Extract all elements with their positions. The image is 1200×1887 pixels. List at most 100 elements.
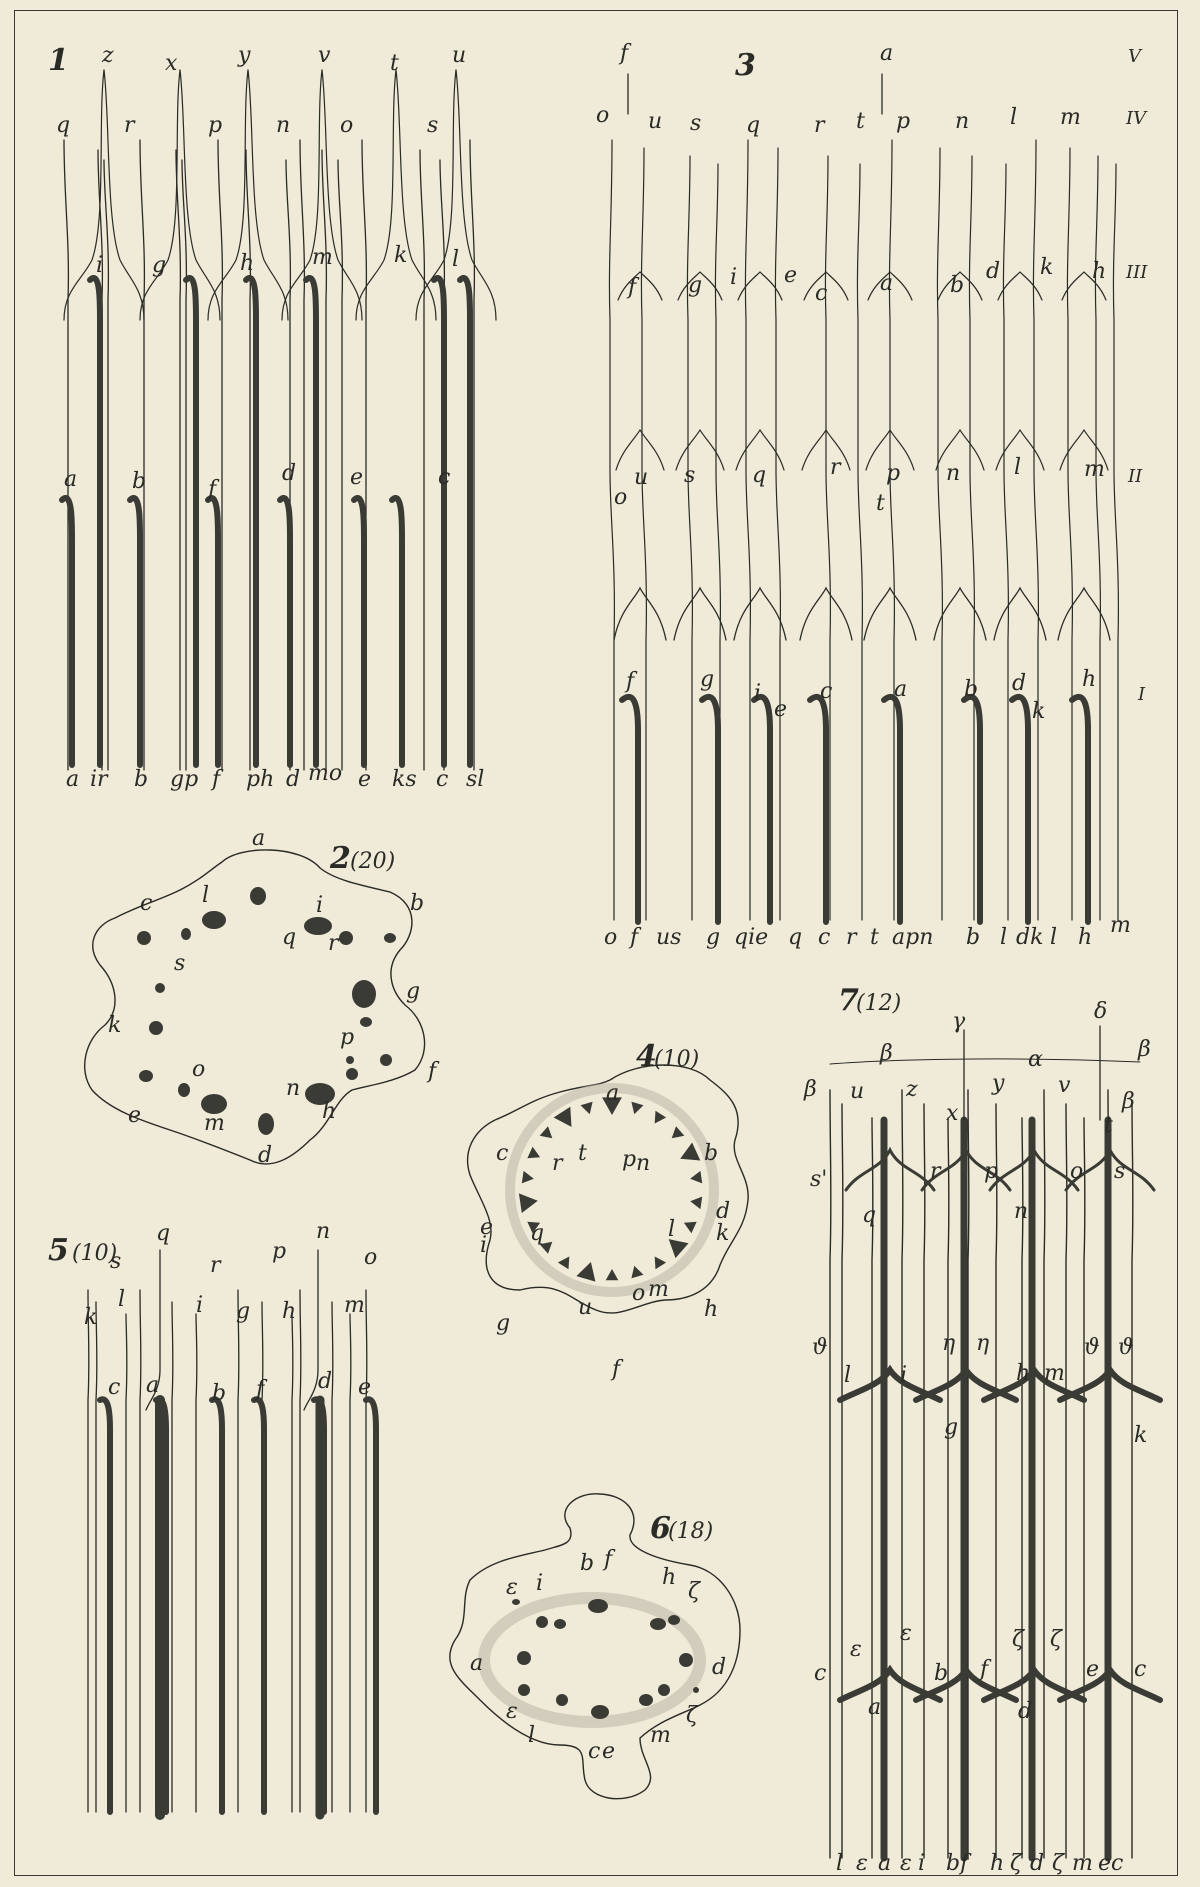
label: ks (392, 767, 417, 792)
nerve-strand (981, 1664, 1087, 1703)
label: e (784, 263, 797, 288)
figure-1-second-labels: q r p n o s (56, 113, 438, 138)
label: b (704, 1141, 718, 1166)
label: m (1044, 1361, 1065, 1386)
nerve-bundle (512, 1599, 520, 1605)
figure-1-mid-labels: i g h m k l (96, 243, 459, 278)
nerve-strand (183, 275, 199, 768)
label: ζ (1050, 1627, 1064, 1652)
label: c (820, 679, 832, 704)
figure-7-lower-labels: c ε ε b f ζ ζ e c a d (814, 1621, 1146, 1724)
figure-5-number: 5 (48, 1233, 69, 1268)
nerve-bundle (521, 1170, 534, 1184)
nerve-bundle (527, 1221, 541, 1234)
nerve-bundle (539, 1126, 553, 1139)
label: h (1078, 925, 1092, 950)
label: f (628, 925, 642, 950)
label: i (754, 681, 761, 706)
label: c (496, 1141, 508, 1166)
label: k (108, 1013, 121, 1038)
label: r (846, 925, 858, 950)
nerve-strand (856, 163, 864, 921)
nerve-strand (351, 495, 367, 768)
nerve-bundle (693, 1687, 699, 1693)
nerve-strand (1112, 163, 1120, 921)
nerve-bundle (304, 917, 332, 935)
figure-6-ring (478, 1592, 706, 1728)
nerve-strand (995, 1103, 998, 1859)
label: β (803, 1077, 817, 1102)
label: b (950, 273, 964, 298)
nerve-strand (981, 1364, 1087, 1403)
nerve-bundle (631, 1265, 644, 1279)
figure-2: 2 (20) a c l i b q r s g k p f o n h e m… (84, 826, 440, 1168)
label: q (862, 1203, 876, 1228)
label: t (876, 491, 885, 516)
nerve-bundle (553, 1106, 572, 1127)
label: q (746, 113, 760, 138)
figure-5-top-labels: q s r p n o (110, 1219, 377, 1278)
nerve-strand (363, 1396, 379, 1815)
nerve-strand (95, 1301, 98, 1813)
label: e (358, 767, 371, 792)
nerve-bundle (250, 887, 266, 905)
nerve-strand (1032, 139, 1040, 921)
label: u (634, 465, 648, 490)
label: a (66, 767, 79, 792)
label: h (662, 1565, 676, 1590)
label: a (894, 677, 907, 702)
nerve-strand (171, 1301, 174, 1813)
nerve-bundle (556, 1694, 568, 1706)
nerve-strand (285, 159, 292, 771)
level-label: III (1125, 262, 1148, 283)
figure-3-strands (608, 73, 1120, 925)
nerve-strand (87, 1289, 90, 1813)
label: b (410, 891, 424, 916)
label: k (1040, 255, 1053, 280)
nerve-strand (935, 428, 985, 471)
nerve-bundle (518, 1684, 530, 1696)
nerve-strand (1021, 1117, 1024, 1859)
label: a (146, 1373, 159, 1398)
nerve-strand (1059, 428, 1109, 471)
level-label: I (1137, 684, 1146, 705)
nerve-strand (677, 271, 723, 301)
nerve-strand (237, 1289, 240, 1813)
figure-4-scale: (10) (654, 1047, 699, 1072)
label: β (1137, 1037, 1151, 1062)
nerve-bundle (658, 1684, 670, 1696)
figure-3-row1-labels: f g i e c a b d k h (624, 667, 1096, 724)
label: p (340, 1025, 354, 1050)
label: r (124, 113, 136, 138)
nerve-strand (431, 275, 447, 768)
label: t (578, 1141, 587, 1166)
nerve-strand (103, 159, 110, 771)
label: q (282, 925, 296, 950)
label: a (878, 1851, 891, 1876)
label: ζ (1052, 1851, 1066, 1876)
label: p (272, 1239, 286, 1264)
label: v (1058, 1073, 1071, 1098)
nerve-strand (1083, 1117, 1086, 1859)
nerve-strand (277, 495, 293, 768)
nerve-strand (321, 149, 328, 771)
nerve-strand (1131, 1103, 1134, 1859)
label: g (152, 253, 166, 278)
label: i (480, 1233, 487, 1258)
figure-1-bottom-labels: a ir b gp f ph d mo e ks c sl (66, 761, 484, 792)
label: p (886, 461, 900, 486)
label: d (716, 1199, 730, 1224)
nerve-strand (457, 275, 473, 768)
label: n (286, 1076, 300, 1101)
label: k (1134, 1423, 1147, 1448)
figure-3-number: 3 (735, 48, 756, 83)
label: z (101, 43, 114, 68)
label: n (1014, 1199, 1028, 1224)
label: d (712, 1655, 726, 1680)
label: k (1032, 699, 1045, 724)
label: z (905, 1077, 918, 1102)
label: qie (734, 925, 768, 950)
nerve-strand (1043, 1089, 1046, 1859)
label: s' (810, 1167, 827, 1192)
nerve-strand (321, 69, 363, 321)
